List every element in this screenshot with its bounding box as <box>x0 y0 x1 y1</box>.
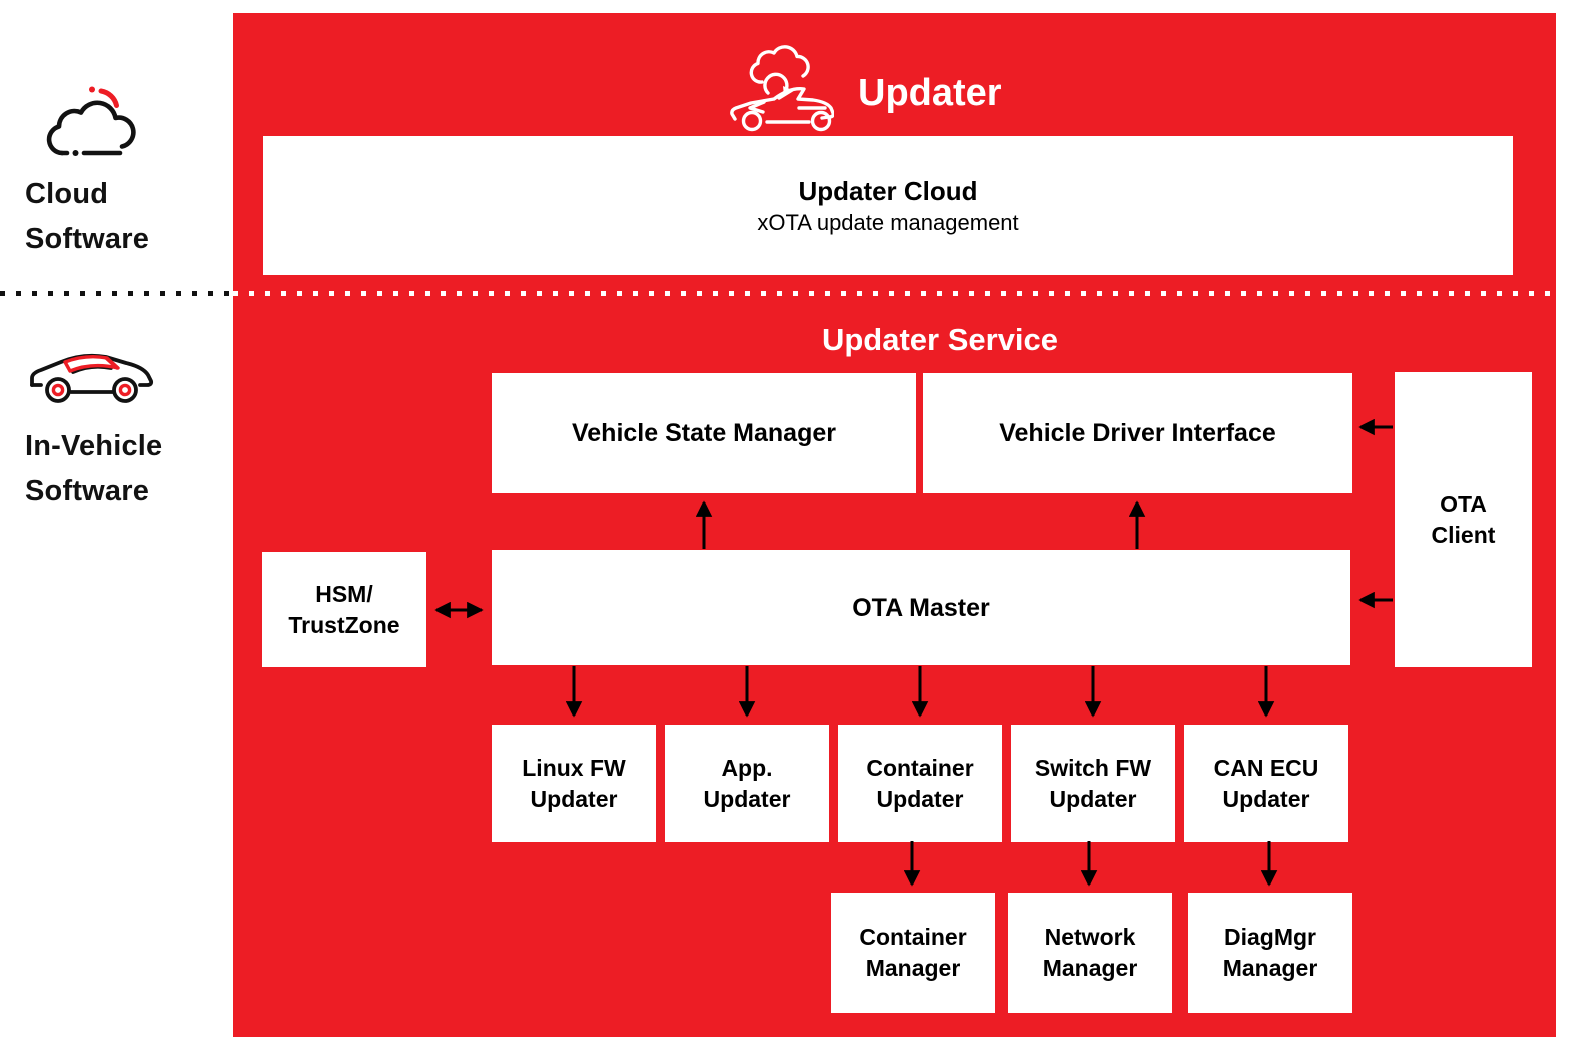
hsm-trustzone-box: HSM/ TrustZone <box>262 552 426 667</box>
container-updater-label: Container Updater <box>866 754 974 812</box>
cloud-icon <box>46 86 136 156</box>
app-updater-box: App. Updater <box>665 725 829 842</box>
updater-cloud-box: Updater Cloud xOTA update management <box>263 136 1513 275</box>
linux-fw-updater-label: Linux FW Updater <box>522 754 626 812</box>
diagmgr-manager-box: DiagMgr Manager <box>1188 893 1352 1013</box>
diagmgr-manager-label: DiagMgr Manager <box>1222 924 1318 981</box>
updater-service-title: Updater Service <box>821 322 1059 357</box>
container-manager-box: Container Manager <box>831 893 995 1013</box>
car-icon <box>30 353 154 403</box>
ota-client-box: OTA Client <box>1395 372 1532 667</box>
hsm-trustzone-label: HSM/ TrustZone <box>288 580 400 638</box>
app-updater-label: App. Updater <box>703 754 791 812</box>
vehicle-state-manager-box: Vehicle State Manager <box>492 373 916 493</box>
updater-cloud-title: Updater Cloud <box>798 176 978 206</box>
container-updater-box: Container Updater <box>838 725 1002 842</box>
switch-fw-updater-label: Switch FW Updater <box>1034 754 1152 812</box>
cloud-vehicle-separator-left <box>0 291 233 296</box>
container-manager-label: Container Manager <box>859 924 967 981</box>
cloud-vehicle-separator-right <box>233 291 1556 296</box>
cloud-software-label: Cloud Software <box>25 178 150 255</box>
updater-title: Updater <box>858 72 1002 114</box>
ota-master-label: OTA Master <box>852 593 990 622</box>
ota-client-label: OTA Client <box>1431 490 1496 548</box>
in-vehicle-software-label: In-Vehicle Software <box>25 430 163 507</box>
cloud-dot <box>72 150 79 156</box>
vehicle-state-manager-label: Vehicle State Manager <box>571 419 836 447</box>
vehicle-driver-interface-label: Vehicle Driver Interface <box>999 419 1276 447</box>
network-manager-label: Network Manager <box>1042 924 1138 981</box>
can-ecu-updater-label: CAN ECU Updater <box>1213 754 1319 812</box>
vehicle-driver-interface-box: Vehicle Driver Interface <box>923 373 1352 493</box>
updater-cloud-subtitle: xOTA update management <box>757 210 1019 235</box>
car-cloud-update-icon <box>730 45 834 132</box>
ota-master-box: OTA Master <box>492 550 1350 665</box>
network-manager-box: Network Manager <box>1008 893 1172 1013</box>
can-ecu-updater-box: CAN ECU Updater <box>1184 725 1348 842</box>
linux-fw-updater-box: Linux FW Updater <box>492 725 656 842</box>
switch-fw-updater-box: Switch FW Updater <box>1011 725 1175 842</box>
